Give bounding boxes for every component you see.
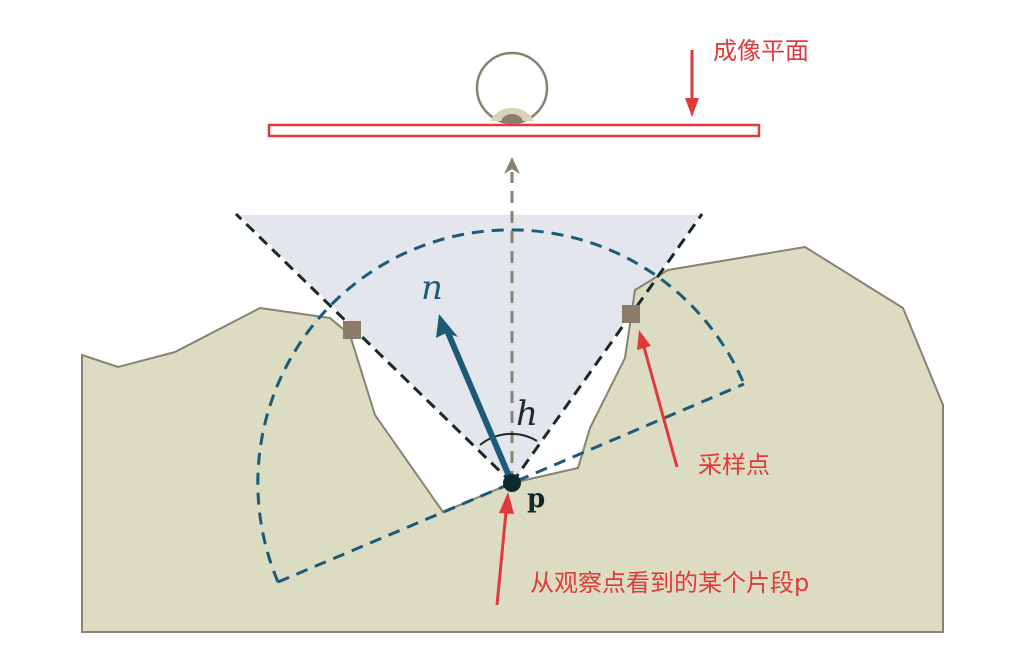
eye-icon — [475, 51, 549, 125]
normal-arrowhead — [436, 314, 458, 338]
fragment-point — [503, 474, 521, 492]
label-normal: n — [421, 268, 443, 308]
horizon-angle-arc — [479, 432, 538, 446]
normal-arrow — [443, 326, 515, 485]
view-axis-arrowhead — [504, 157, 520, 174]
label-image-plane: 成像平面 — [713, 37, 809, 65]
label-horizon-angle: h — [516, 394, 538, 434]
arrow-icon — [495, 492, 514, 606]
cone-edge-left — [234, 212, 514, 485]
cone-edge-right — [510, 213, 704, 484]
sample-marker-left — [343, 321, 361, 339]
image-plane — [267, 123, 761, 138]
arrow-icon — [637, 330, 679, 468]
label-sample-point: 采样点 — [698, 451, 770, 479]
sample-marker-right — [622, 305, 640, 323]
terrain — [81, 245, 944, 633]
sample-hemisphere — [256, 228, 746, 584]
label-point: p — [527, 484, 545, 514]
label-fragment: 从观察点看到的某个片段p — [530, 569, 809, 597]
arrow-icon — [685, 50, 699, 117]
view-cone — [240, 215, 700, 483]
